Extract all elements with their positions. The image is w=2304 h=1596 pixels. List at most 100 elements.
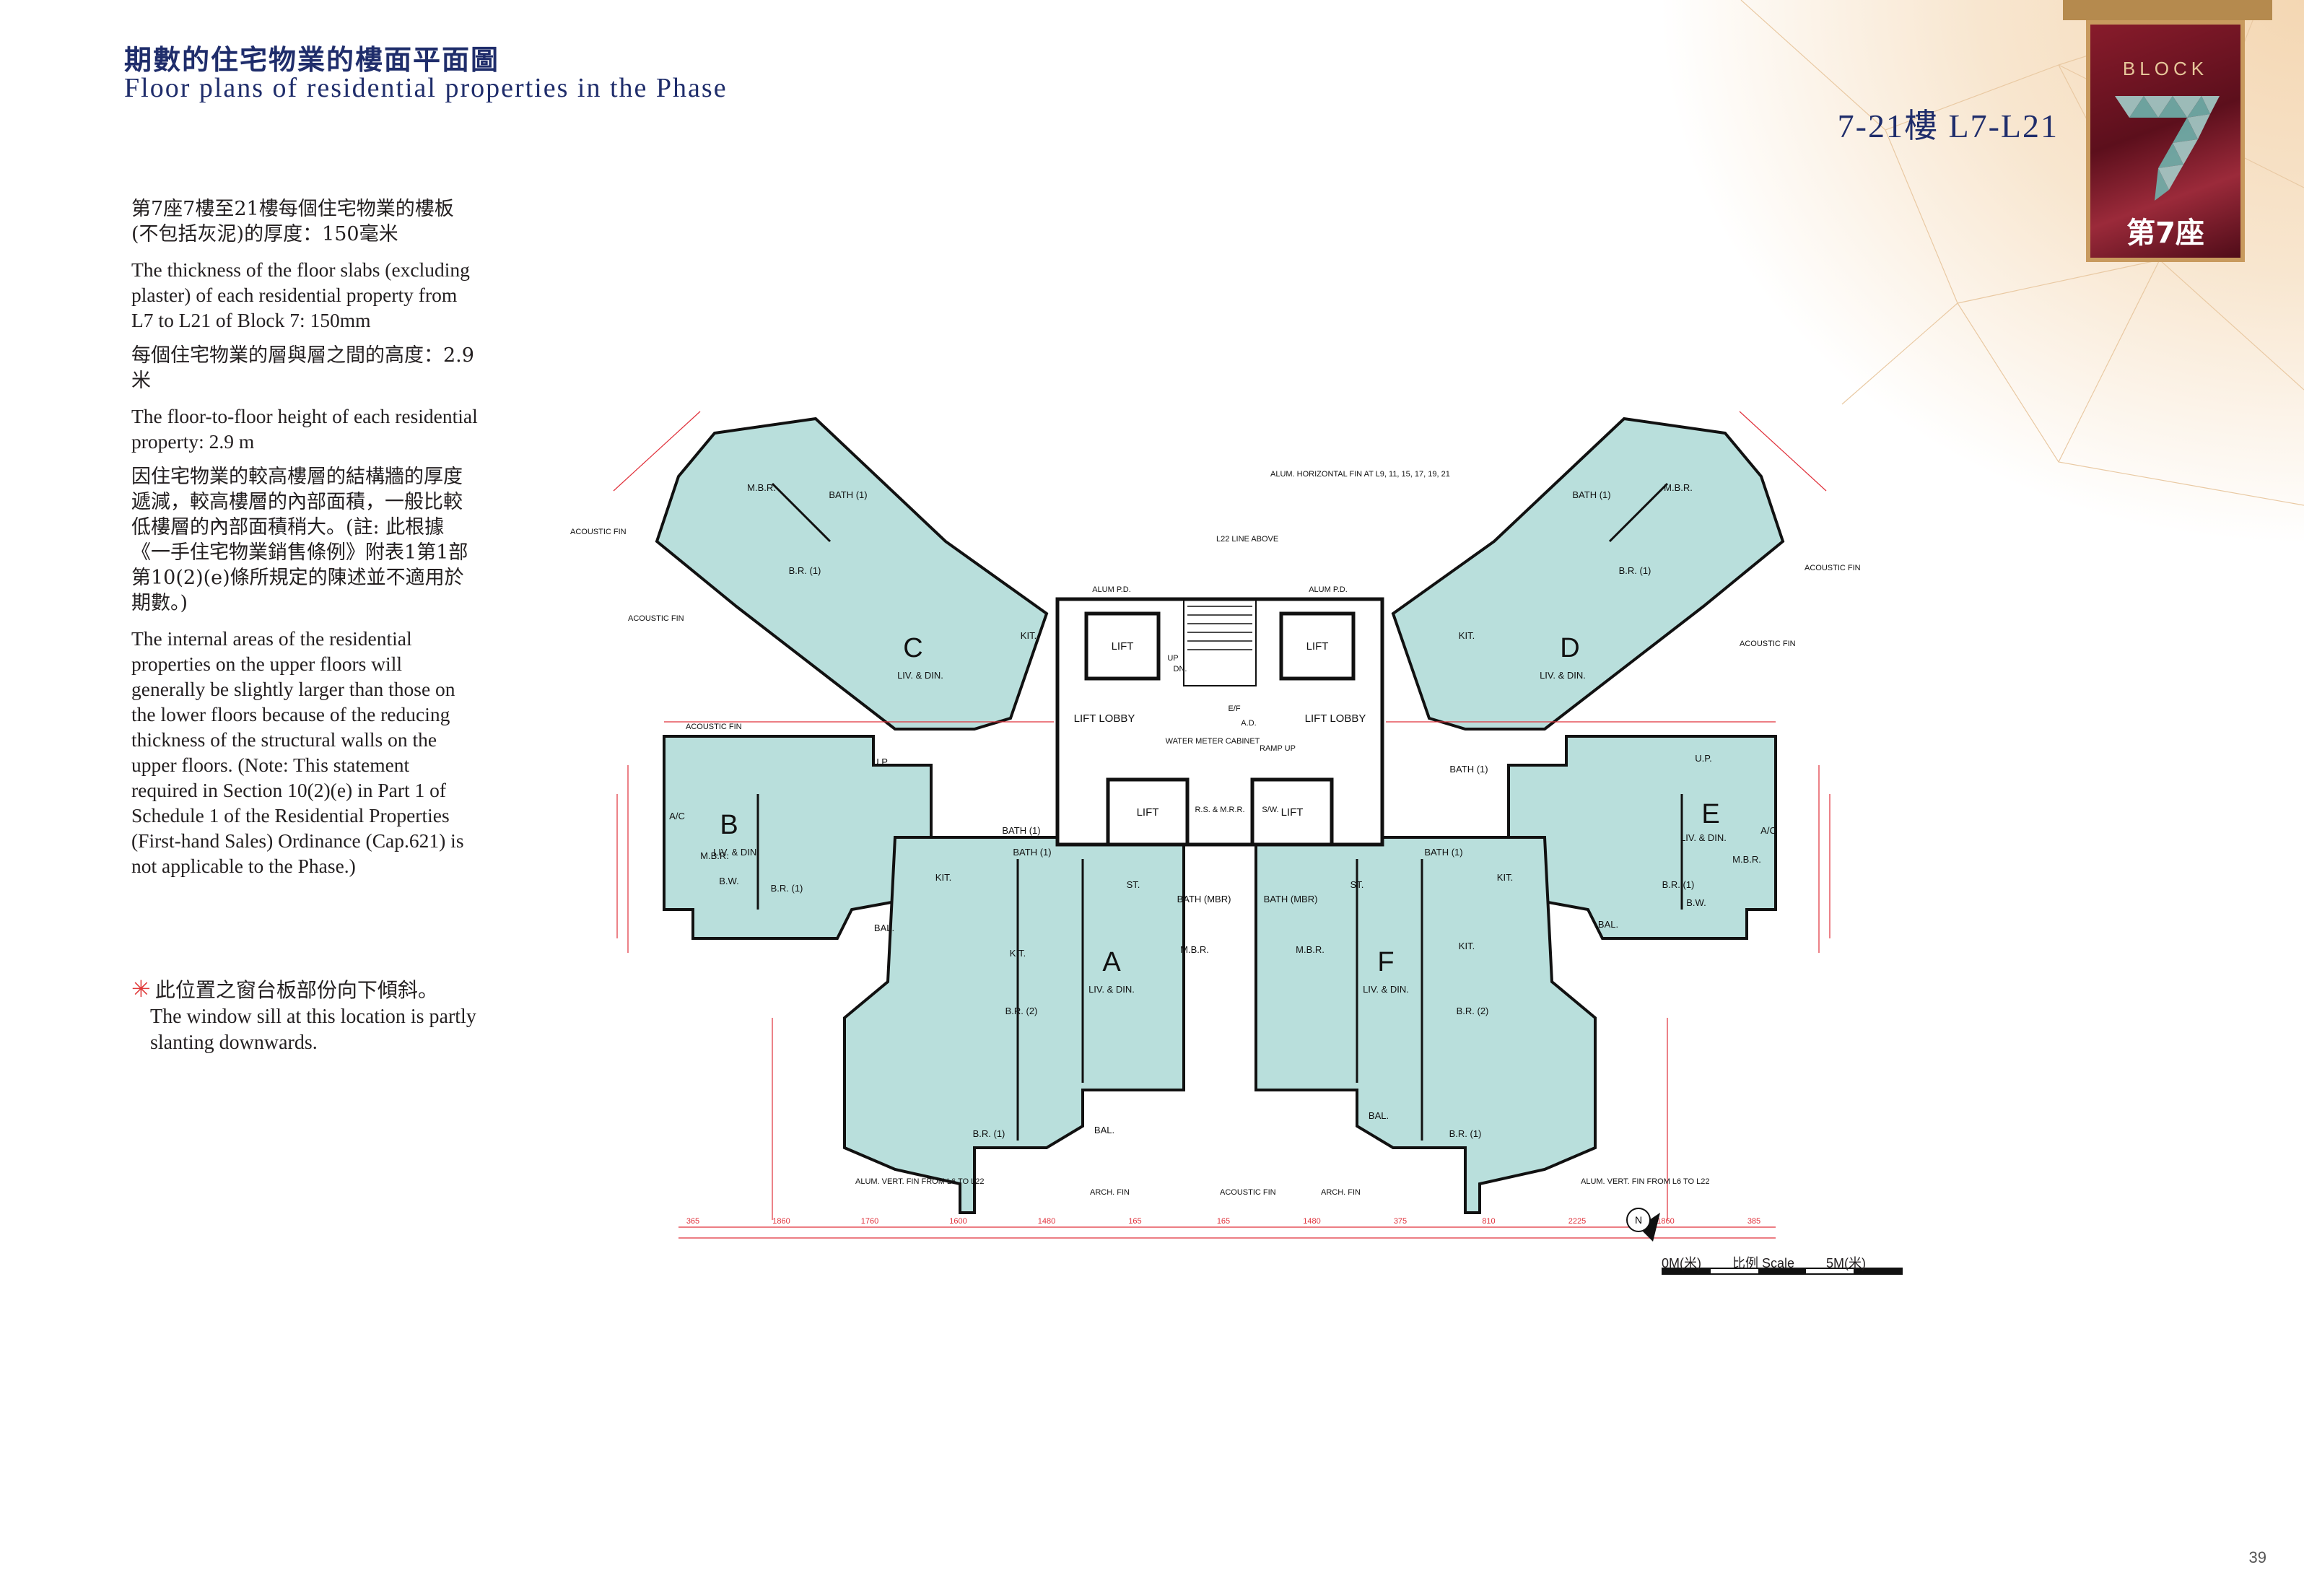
callout-alum-vert-fin-2: ALUM. VERT. FIN FROM L6 TO L22 bbox=[1581, 1177, 1710, 1186]
lift-shaft-4 bbox=[1250, 777, 1334, 847]
core-lift-3: LIFT bbox=[1137, 806, 1159, 819]
core-dn: DN. bbox=[1174, 665, 1187, 673]
room-kit-a: KIT. bbox=[1010, 948, 1026, 959]
core-alum-pd-2: ALUM P.D. bbox=[1309, 585, 1348, 594]
room-br1-a: B.R. (1) bbox=[973, 1128, 1005, 1139]
room-bath-e: BATH (1) bbox=[1449, 764, 1488, 775]
room-mbr-e: M.B.R. bbox=[1732, 854, 1761, 865]
bottom-dimension-label: 1480 bbox=[1038, 1217, 1055, 1226]
room-st-f: ST. bbox=[1350, 879, 1364, 890]
sill-note-en: The window sill at this location is part… bbox=[150, 1006, 476, 1054]
room-liv-din-a: LIV. & DIN. bbox=[1088, 984, 1135, 995]
bottom-dimension-label: 1480 bbox=[1303, 1217, 1320, 1226]
room-mbr-a: M.B.R. bbox=[1180, 944, 1209, 955]
room-liv-din-c: LIV. & DIN. bbox=[897, 670, 943, 681]
bottom-dimension-label: 1760 bbox=[861, 1217, 878, 1226]
core-ramp-up: RAMP UP bbox=[1260, 744, 1296, 753]
badge-number-graphic: 7 bbox=[2115, 96, 2220, 201]
unit-label-c: C bbox=[903, 633, 922, 663]
room-ac-b: A/C bbox=[669, 811, 685, 821]
callout-l22-line: L22 LINE ABOVE bbox=[1216, 535, 1278, 544]
page-number: 39 bbox=[2248, 1548, 2266, 1566]
core-ef: E/F bbox=[1228, 705, 1240, 713]
note-slab-zh: 第7座7樓至21樓每個住宅物業的樓板(不包括灰泥)的厚度：150毫米 bbox=[131, 198, 454, 245]
room-br1-d: B.R. (1) bbox=[1619, 565, 1651, 576]
room-kit-e: KIT. bbox=[1497, 872, 1513, 883]
core-lift-1: LIFT bbox=[1112, 640, 1134, 653]
room-bw-e: B.W. bbox=[1686, 897, 1706, 908]
bottom-dimension-label: 385 bbox=[1747, 1217, 1760, 1226]
unit-b-floor bbox=[663, 735, 933, 940]
note-area-en: The internal areas of the residential pr… bbox=[131, 627, 464, 877]
room-bal-a: BAL. bbox=[1094, 1125, 1114, 1135]
room-mbr-b: M.B.R. bbox=[700, 850, 729, 861]
core-lift-lobby-1: LIFT LOBBY bbox=[1074, 712, 1135, 725]
core-lift-4: LIFT bbox=[1281, 806, 1304, 819]
room-kit-c: KIT. bbox=[1021, 630, 1037, 641]
sill-note: ✳此位置之窗台板部份向下傾斜。 The window sill at this … bbox=[131, 976, 478, 1056]
note-area-zh: 因住宅物業的較高樓層的結構牆的厚度遞減，較高樓層的內部面積，一般比較低樓層的內部… bbox=[131, 466, 468, 614]
bottom-dimension-label: 165 bbox=[1217, 1217, 1230, 1226]
bottom-dimension-label: 2225 bbox=[1568, 1217, 1586, 1226]
lift-shaft-3 bbox=[1106, 777, 1190, 847]
scale-bar-graphic bbox=[1662, 1268, 1903, 1275]
note-slab-en: The thickness of the floor slabs (exclud… bbox=[131, 258, 470, 331]
unit-floor-areas bbox=[655, 417, 1785, 1214]
north-arrow-icon bbox=[1638, 1213, 1660, 1242]
north-label: N bbox=[1635, 1214, 1642, 1226]
room-st-a: ST. bbox=[1127, 879, 1140, 890]
core-ad: A.D. bbox=[1241, 719, 1256, 728]
unit-c-floor bbox=[655, 417, 1049, 731]
room-liv-din-e: LIV. & DIN. bbox=[1680, 832, 1727, 843]
room-br2-f: B.R. (2) bbox=[1457, 1006, 1489, 1016]
block-badge: BLOCK 7 第7座 bbox=[2086, 20, 2245, 262]
room-kit-b: KIT. bbox=[935, 872, 951, 883]
bottom-dimension-label: 1860 bbox=[772, 1217, 790, 1226]
unit-d-floor bbox=[1391, 417, 1785, 731]
core-rs-mrr: R.S. & M.R.R. bbox=[1195, 806, 1244, 814]
bottom-dimension-label: 365 bbox=[686, 1217, 699, 1226]
callout-acoustic-fin-3: ACOUSTIC FIN bbox=[686, 723, 742, 731]
room-br1-b: B.R. (1) bbox=[771, 883, 803, 894]
room-bal-f: BAL. bbox=[1369, 1110, 1389, 1121]
core-lift-lobby-2: LIFT LOBBY bbox=[1305, 712, 1366, 725]
room-liv-din-b: LIV. & DIN. bbox=[713, 847, 759, 858]
core-up: UP bbox=[1167, 654, 1178, 663]
room-bath-f: BATH (1) bbox=[1424, 847, 1462, 858]
room-br1-e: B.R. (1) bbox=[1662, 879, 1695, 890]
unit-e-floor bbox=[1507, 735, 1777, 940]
note-height-zh: 每個住宅物業的層與層之間的高度：2.9米 bbox=[131, 344, 474, 392]
partition-walls bbox=[756, 482, 1683, 1141]
callout-acoustic-fin-5: ACOUSTIC FIN bbox=[1740, 640, 1796, 648]
room-liv-din-f: LIV. & DIN. bbox=[1363, 984, 1409, 995]
asterisk-icon: ✳ bbox=[131, 976, 151, 1002]
room-bath-a: BATH (1) bbox=[1013, 847, 1051, 858]
room-bath-mbr-a: BATH (MBR) bbox=[1177, 894, 1231, 904]
room-up-b: U.P. bbox=[872, 756, 889, 767]
bottom-dimension-label: 375 bbox=[1394, 1217, 1407, 1226]
room-bath-mbr-f: BATH (MBR) bbox=[1264, 894, 1318, 904]
scale-zero-label: 0M(米) bbox=[1662, 1256, 1701, 1270]
scale-five-label: 5M(米) bbox=[1826, 1256, 1866, 1270]
bottom-dimension-label: 810 bbox=[1482, 1217, 1495, 1226]
core-water-meter: WATER METER CABINET bbox=[1166, 737, 1260, 746]
room-mbr-f: M.B.R. bbox=[1296, 944, 1325, 955]
badge-block-label: BLOCK bbox=[2122, 58, 2209, 79]
badge-block-zh: 第7座 bbox=[2126, 217, 2204, 250]
floor-plan: C D B E A F LIV. & DIN. LIV. & DIN. LIV.… bbox=[570, 411, 1861, 1242]
room-ac-e: A/C bbox=[1760, 825, 1776, 836]
room-up-e: U.P. bbox=[1695, 753, 1712, 764]
core-sw: S/W. bbox=[1262, 806, 1278, 814]
scale-bar bbox=[1662, 1262, 1903, 1278]
callout-alum-vert-fin-1: ALUM. VERT. FIN FROM L6 TO L22 bbox=[855, 1177, 985, 1186]
callout-acoustic-fin-1: ACOUSTIC FIN bbox=[570, 528, 627, 536]
dimension-lines bbox=[613, 411, 1830, 1239]
unit-label-b: B bbox=[720, 810, 738, 840]
sill-note-zh-row: ✳此位置之窗台板部份向下傾斜。 bbox=[131, 976, 478, 1004]
unit-label-d: D bbox=[1560, 633, 1579, 663]
room-bal-e: BAL. bbox=[1598, 919, 1618, 930]
notes-column: 第7座7樓至21樓每個住宅物業的樓板(不包括灰泥)的厚度：150毫米 The t… bbox=[131, 196, 478, 889]
callout-alum-horizontal-fin: ALUM. HORIZONTAL FIN AT L9, 11, 15, 17, … bbox=[1270, 470, 1450, 479]
callout-arch-fin-2: ARCH. FIN bbox=[1321, 1188, 1361, 1197]
